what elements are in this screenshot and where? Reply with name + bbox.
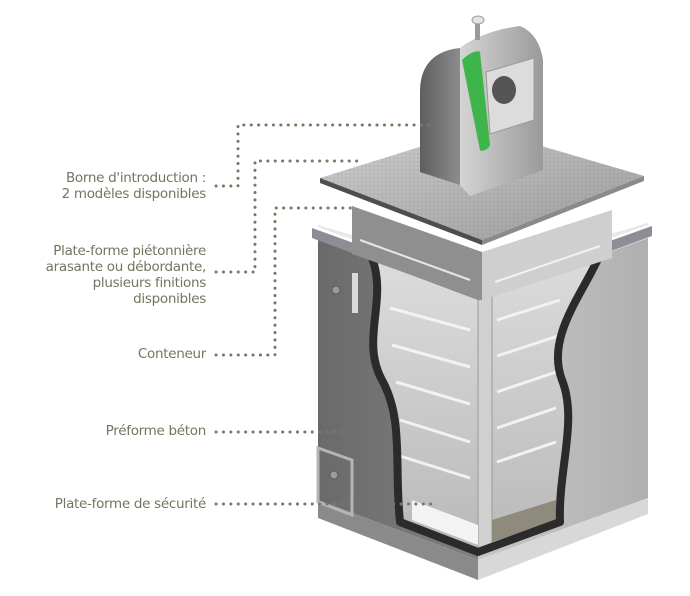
callout-plateforme-line-1: Plate-forme piétonnière (53, 243, 206, 259)
callout-plateforme-line-4: disponibles (133, 291, 206, 307)
glass-opening (492, 76, 516, 104)
leader-conteneur (214, 206, 357, 357)
callout-plateforme: Plate-forme piétonnière arasante ou débo… (45, 243, 207, 307)
container-top (352, 206, 612, 300)
callout-preforme-line-1: Préforme béton (105, 423, 207, 439)
callout-securite-line-1: Plate-forme de sécurité (54, 496, 207, 512)
green-band (462, 51, 490, 151)
callout-borne-line-2: 2 modèles disponibles (61, 186, 207, 202)
safety-platform (492, 500, 556, 542)
kiosk-borne (420, 15, 543, 196)
callout-conteneur-line-1: Conteneur (137, 346, 206, 362)
callout-conteneur: Conteneur (138, 346, 206, 362)
callout-borne: Borne d'introduction : 2 modèles disponi… (61, 170, 207, 202)
leader-lines (214, 123, 438, 506)
callout-plateforme-line-2: arasante ou débordante, (45, 259, 207, 275)
container-cutaway (368, 248, 606, 556)
callout-borne-line-1: Borne d'introduction : (65, 170, 206, 186)
callout-preforme: Préforme béton (105, 423, 207, 439)
callout-securite: Plate-forme de sécurité (54, 496, 207, 512)
callout-plateforme-line-3: plusieurs finitions (92, 275, 207, 291)
leader-borne (214, 123, 438, 188)
